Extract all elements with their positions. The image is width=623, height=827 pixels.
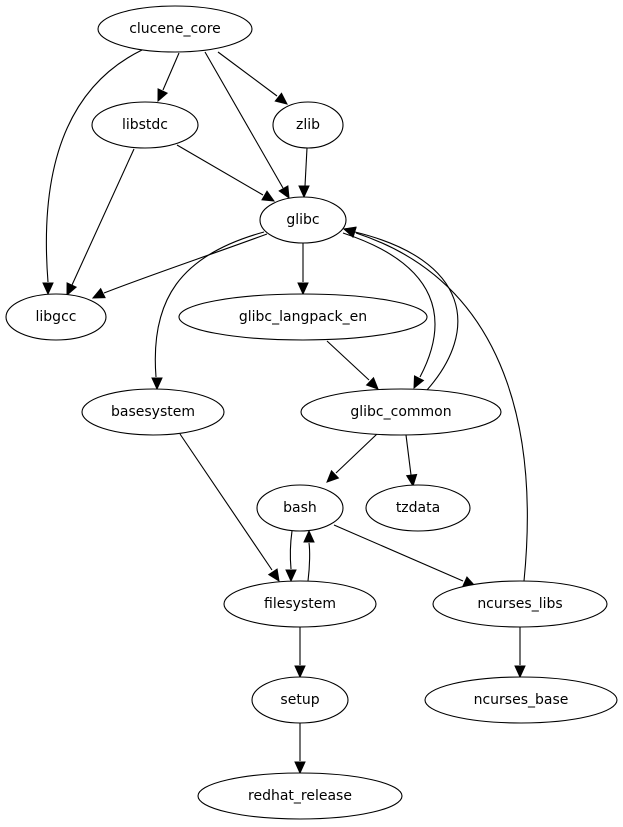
node-bash[interactable]: bash [256, 484, 344, 532]
node-glibc_langpack_en[interactable]: glibc_langpack_en [178, 293, 428, 341]
node-label: glibc_common [350, 404, 451, 420]
arrowhead-icon [326, 469, 340, 483]
edge-glibc-to-basesystem [151, 231, 265, 391]
node-clucene_core[interactable]: clucene_core [97, 5, 253, 53]
edge-line [304, 147, 308, 187]
edge-bash-to-filesystem [285, 530, 297, 583]
node-libgcc[interactable]: libgcc [5, 293, 107, 341]
edge-glibc_common-to-bash [326, 433, 378, 483]
arrowhead-icon [261, 190, 276, 202]
arrowhead-icon [365, 376, 379, 390]
edge-basesystem-to-filesystem [179, 433, 280, 583]
edge-ncurses_libs-to-glibc [342, 227, 528, 582]
edge-line [176, 144, 264, 196]
edge-line [405, 434, 412, 476]
node-label: ncurses_base [474, 692, 569, 708]
arrowhead-icon [413, 375, 425, 390]
edge-libstdc-to-libgcc [66, 148, 135, 297]
node-ncurses_libs[interactable]: ncurses_libs [432, 580, 608, 628]
node-label: libstdc [122, 117, 168, 133]
edge-setup-to-redhat_release [294, 723, 306, 775]
node-label: setup [280, 692, 319, 708]
node-zlib[interactable]: zlib [272, 101, 344, 149]
node-tzdata[interactable]: tzdata [365, 484, 471, 532]
arrowhead-icon [297, 282, 309, 296]
node-label: filesystem [264, 596, 336, 612]
edge-line [204, 51, 284, 189]
arrowhead-icon [285, 569, 297, 583]
edge-line [162, 52, 180, 91]
edge-glibc-to-glibc_langpack_en [297, 243, 309, 296]
node-basesystem[interactable]: basesystem [81, 388, 225, 436]
node-glibc[interactable]: glibc [259, 196, 347, 244]
node-label: redhat_release [248, 788, 352, 804]
node-ncurses_base[interactable]: ncurses_base [424, 676, 618, 724]
edge-line [45, 49, 143, 283]
edge-glibc_langpack_en-to-glibc_common [326, 340, 379, 390]
edge-line [333, 524, 464, 582]
arrowhead-icon [514, 665, 526, 679]
node-label: glibc_langpack_en [239, 309, 367, 325]
arrowhead-icon [42, 282, 54, 296]
node-glibc_common[interactable]: glibc_common [300, 388, 502, 436]
edge-filesystem-to-bash [303, 529, 315, 582]
edge-line [289, 530, 293, 570]
edge-clucene_core-to-glibc [204, 51, 290, 200]
node-label: tzdata [396, 500, 440, 516]
edge-clucene_core-to-zlib [217, 51, 288, 105]
node-label: libgcc [36, 309, 77, 325]
node-setup[interactable]: setup [251, 676, 349, 724]
arrowhead-icon [66, 282, 78, 297]
arrowhead-icon [91, 287, 106, 299]
edge-line [217, 51, 278, 97]
node-redhat_release[interactable]: redhat_release [197, 772, 403, 820]
edge-glibc_common-to-tzdata [405, 434, 418, 488]
node-label: ncurses_libs [477, 596, 562, 612]
node-label: glibc [286, 212, 319, 228]
node-label: clucene_core [129, 21, 221, 37]
edge-line [354, 231, 459, 391]
edge-bash-to-ncurses_libs [333, 524, 477, 587]
edge-line [326, 340, 370, 381]
edge-glibc-to-glibc_common [342, 232, 436, 390]
edge-filesystem-to-setup [294, 627, 306, 679]
arrowhead-icon [157, 88, 169, 103]
edge-line [307, 542, 311, 582]
edge-line [335, 433, 378, 474]
edges-layer [42, 49, 528, 775]
edge-clucene_core-to-libstdc [157, 52, 180, 103]
arrowhead-icon [274, 92, 288, 105]
arrowhead-icon [151, 377, 163, 391]
edge-line [179, 433, 273, 571]
arrowhead-icon [294, 761, 306, 775]
edge-line [355, 232, 528, 582]
node-label: bash [283, 500, 317, 516]
arrowhead-icon [278, 185, 290, 200]
arrowhead-icon [267, 568, 280, 583]
edge-zlib-to-glibc [298, 147, 310, 199]
arrowhead-icon [342, 227, 357, 239]
nodes-layer: clucene_core libstdc zlib glibc libgcc g… [5, 5, 618, 820]
arrowhead-icon [405, 473, 418, 488]
node-label: zlib [296, 117, 320, 133]
edge-libstdc-to-glibc [176, 144, 276, 202]
edge-glibc-to-libgcc [91, 233, 268, 299]
node-filesystem[interactable]: filesystem [223, 580, 377, 628]
edge-line [71, 148, 135, 286]
arrowhead-icon [298, 185, 310, 199]
node-libstdc[interactable]: libstdc [91, 101, 199, 149]
arrowhead-icon [294, 665, 306, 679]
edge-line [154, 231, 265, 378]
node-label: basesystem [111, 404, 195, 420]
arrowhead-icon [303, 529, 315, 543]
edge-ncurses_libs-to-ncurses_base [514, 627, 526, 679]
edge-line [342, 232, 436, 378]
edge-clucene_core-to-libgcc [42, 49, 143, 296]
edge-line [103, 233, 268, 294]
